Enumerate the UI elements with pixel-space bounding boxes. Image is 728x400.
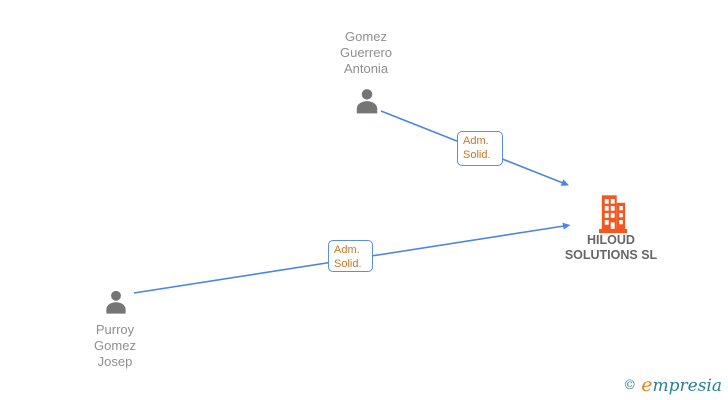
building-icon — [599, 195, 627, 234]
copyright-icon: © — [623, 378, 637, 393]
person-bottom-name: Purroy Gomez Josep — [65, 322, 165, 370]
empresia-watermark: © empresia — [623, 374, 722, 396]
node-company[interactable] — [599, 193, 627, 235]
person-icon — [106, 290, 126, 314]
person-top-name-line2: Guerrero — [339, 45, 393, 60]
person-top-name-line3: Antonia — [343, 61, 389, 76]
edge-label-bottom: Adm. Solid. — [328, 240, 373, 272]
node-person-bottom[interactable] — [100, 287, 132, 319]
company-name-line1: HILOUD — [587, 233, 635, 247]
brand-first-letter: e — [641, 374, 653, 396]
edge-label-top-line1: Adm. — [463, 135, 489, 147]
person-bottom-name-line3: Josep — [97, 354, 133, 369]
person-bottom-name-line1: Purroy — [95, 322, 135, 337]
person-icon — [356, 89, 378, 114]
company-name: HILOUD SOLUTIONS SL — [536, 233, 686, 263]
brand-logo-text: empresia — [641, 374, 723, 396]
company-name-line2: SOLUTIONS SL — [564, 248, 658, 262]
person-bottom-name-line2: Gomez — [94, 338, 136, 353]
node-person-top[interactable] — [350, 85, 384, 119]
edge-label-top: Adm. Solid. — [457, 131, 503, 166]
person-top-name: Gomez Guerrero Antonia — [306, 29, 426, 77]
brand-rest: mpresia — [652, 376, 723, 396]
edge-label-bottom-line1: Adm. — [334, 244, 360, 256]
edge-label-top-line2: Solid. — [463, 149, 491, 161]
person-top-name-line1: Gomez — [345, 29, 387, 44]
edge-label-bottom-line2: Solid. — [334, 258, 362, 270]
